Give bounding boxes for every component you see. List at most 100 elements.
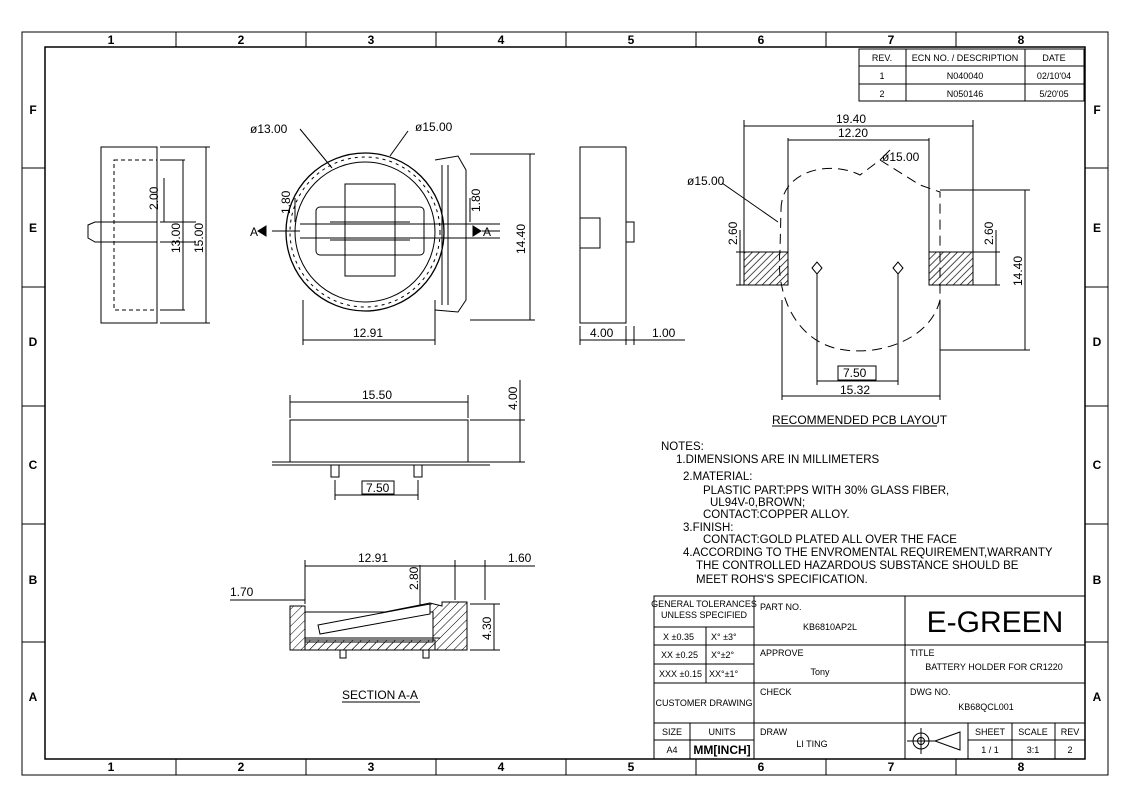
note-line: 2.MATERIAL: (683, 471, 752, 483)
dim-front-15p50: 15.50 (362, 388, 392, 402)
scale-value: 3:1 (1027, 745, 1040, 755)
part-no-value: KB6810AP2L (803, 622, 857, 632)
dwg-no-value: KB68QCL001 (958, 702, 1014, 712)
pcb-layout (721, 120, 1030, 427)
rev-label: REV (1061, 727, 1080, 737)
dim-pcb-15p32: 15.32 (840, 383, 870, 397)
top-view (257, 128, 535, 345)
dim-sec-4p30: 4.30 (480, 616, 494, 640)
col-label-bottom: 2 (238, 760, 245, 774)
note-line: 3.FINISH: (683, 522, 733, 534)
units-label: UNITS (709, 727, 736, 737)
col-label-top: 7 (888, 33, 895, 47)
col-label-top: 1 (108, 33, 115, 47)
row-label-right: F (1093, 103, 1100, 117)
col-label-top: 8 (1018, 33, 1025, 47)
row-label-left: A (29, 690, 38, 704)
note-line: 4.ACCORDING TO THE ENVROMENTAL REQUIREME… (683, 547, 1053, 559)
col-label-bottom: 7 (888, 760, 895, 774)
rev-header: REV. (872, 53, 892, 63)
col-label-bottom: 8 (1018, 760, 1025, 774)
col-label-top: 2 (238, 33, 245, 47)
dim-front-7p50: 7.50 (366, 481, 390, 495)
dim-pcb-dia-left: ø15.00 (687, 174, 725, 188)
notes-heading: NOTES: (661, 441, 704, 453)
row-label-left: D (29, 335, 38, 349)
col-label-top: 5 (628, 33, 635, 47)
row-label-left: E (29, 221, 37, 235)
dim-sec-2p80: 2.80 (407, 566, 421, 590)
tol-cell: XXX ±0.15 (659, 669, 702, 679)
dim-left-15: 15.00 (192, 223, 206, 253)
dim-top-12p91: 12.91 (353, 326, 383, 340)
size-value: A4 (666, 745, 677, 755)
col-label-top: 3 (368, 33, 375, 47)
pcb-pad-left (743, 251, 789, 286)
title-value: BATTERY HOLDER FOR CR1220 (925, 662, 1063, 672)
rev-cell: 02/10'04 (1037, 71, 1071, 81)
section-mark-left: A (250, 225, 258, 239)
rev-header: ECN NO. / DESCRIPTION (912, 53, 1019, 63)
units-value: MM[INCH] (693, 743, 750, 757)
section-title: SECTION A-A (342, 688, 418, 702)
dim-left-2: 2.00 (147, 186, 161, 210)
zone-ticks (22, 32, 1108, 775)
col-label-bottom: 6 (758, 760, 765, 774)
col-label-bottom: 4 (498, 760, 505, 774)
row-label-right: B (1093, 573, 1102, 587)
sheet-label: SHEET (975, 727, 1006, 737)
draw-label: DRAW (760, 727, 788, 737)
pcb-layout-title: RECOMMENDED PCB LAYOUT (772, 413, 948, 427)
title-block (653, 595, 1086, 760)
front-view (272, 380, 525, 500)
dim-sec-1p60: 1.60 (508, 551, 532, 565)
rev-cell: 2 (879, 89, 884, 99)
dim-pcb-7p50: 7.50 (843, 366, 867, 380)
dim-pcb-pad-left: 2.60 (726, 221, 740, 245)
approve-value: Tony (810, 667, 830, 677)
rev-header: DATE (1042, 53, 1065, 63)
outer-frame (21, 31, 1109, 776)
col-label-bottom: 3 (368, 760, 375, 774)
tol-cell: XX°±1° (709, 669, 739, 679)
approve-label: APPROVE (760, 648, 804, 658)
note-line: 1.DIMENSIONS ARE IN MILLIMETERS (676, 454, 880, 466)
part-no-label: PART NO. (760, 602, 802, 612)
tol-cell: X°±2° (711, 650, 735, 660)
dim-pcb-19p40: 19.40 (836, 112, 866, 126)
inner-frame (44, 46, 1086, 760)
tol-cell: XX ±0.25 (661, 650, 698, 660)
revision-table: REV. ECN NO. / DESCRIPTION DATE 1 N04004… (858, 48, 1085, 102)
dim-pcb-14p40: 14.40 (1011, 256, 1025, 286)
dim-top-14p40: 14.40 (514, 224, 528, 254)
rev-cell: N040040 (947, 71, 984, 81)
row-label-left: B (29, 573, 38, 587)
dim-sec-12p91: 12.91 (358, 551, 388, 565)
dim-pcb-dia-right: ø15.00 (882, 150, 920, 164)
rev-cell: 5/20'05 (1039, 89, 1068, 99)
dim-pcb-12p20: 12.20 (838, 126, 868, 140)
sheet-value: 1 / 1 (981, 745, 999, 755)
size-label: SIZE (662, 727, 682, 737)
section-mark-right: A (483, 225, 491, 239)
dim-sec-1p70: 1.70 (230, 585, 254, 599)
dim-top-1p80-right: 1.80 (469, 188, 483, 212)
notes: NOTES: 1.DIMENSIONS ARE IN MILLIMETERS 2… (661, 441, 1053, 586)
dim-left-13: 13.00 (169, 223, 183, 253)
row-label-right: E (1093, 221, 1101, 235)
pcb-pad-right (928, 251, 974, 286)
tol-heading-2: UNLESS SPECIFIED (661, 610, 748, 620)
left-side-view (87, 146, 210, 324)
rev-value: 2 (1067, 745, 1072, 755)
rev-cell: N050146 (947, 89, 984, 99)
note-line: CONTACT:GOLD PLATED ALL OVER THE FACE (703, 534, 957, 546)
dim-dia-15: ø15.00 (415, 120, 453, 134)
dim-front-4p00: 4.00 (506, 386, 520, 410)
dim-side-1p00: 1.00 (652, 326, 676, 340)
note-line: THE CONTROLLED HAZARDOUS SUBSTANCE SHOUL… (696, 560, 1019, 572)
section-view (230, 560, 535, 703)
col-label-bottom: 1 (108, 760, 115, 774)
scale-label: SCALE (1018, 727, 1048, 737)
col-label-top: 6 (758, 33, 765, 47)
